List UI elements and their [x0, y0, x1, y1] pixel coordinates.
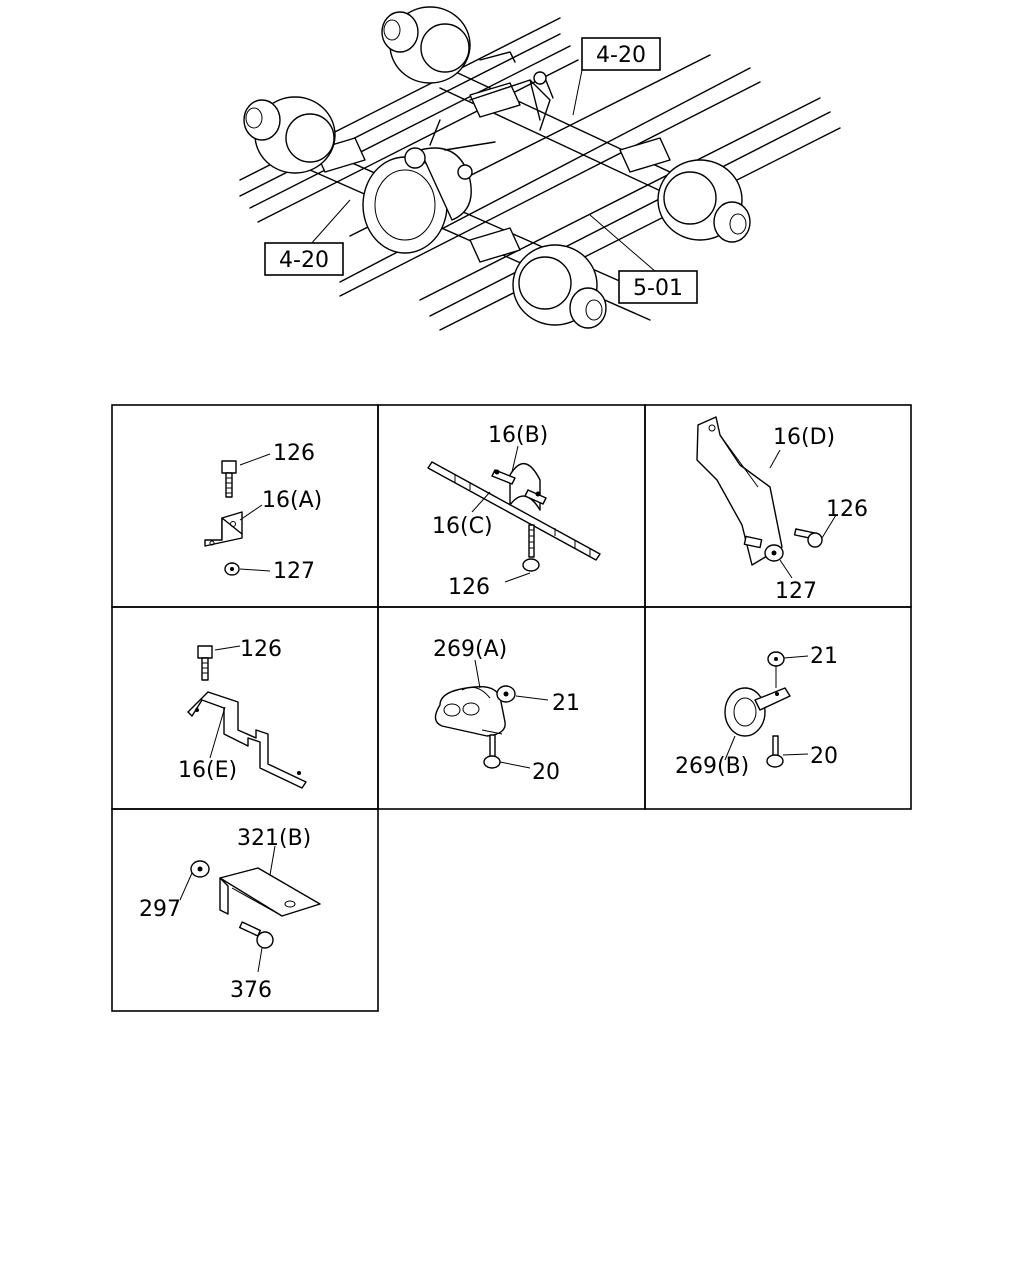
leader-axle	[589, 214, 657, 273]
label-126: 126	[240, 637, 282, 662]
label-16b: 16(B)	[488, 423, 548, 448]
bolt-20	[766, 735, 784, 768]
svg-text:5-01: 5-01	[633, 276, 683, 301]
axle-assembly-overview: 4-20 4-20 5-01	[239, 6, 841, 331]
label-127: 127	[775, 579, 817, 604]
svg-text:4-20: 4-20	[596, 43, 646, 68]
panel-321b: 321(B) 297 376	[139, 826, 321, 1003]
wheel-hub-right	[657, 159, 751, 243]
wheel-hub-left	[243, 96, 336, 174]
bolt-stub	[743, 535, 763, 549]
wheel-hub-bottom	[512, 244, 607, 329]
label-297: 297	[139, 897, 181, 922]
panel-269b: 21 269(B) 20	[675, 644, 838, 779]
leader-frame-right	[572, 69, 583, 116]
label-126: 126	[448, 575, 490, 600]
bolt-126	[221, 460, 237, 498]
label-376: 376	[230, 978, 272, 1003]
bracket-16c	[427, 461, 601, 561]
nut-21	[496, 685, 516, 703]
label-269b: 269(B)	[675, 754, 749, 779]
label-127: 127	[273, 559, 315, 584]
parts-grid	[111, 404, 912, 1012]
label-16e: 16(E)	[178, 758, 237, 783]
label-20: 20	[810, 744, 838, 769]
label-20: 20	[532, 760, 560, 785]
panel-269a: 269(A) 21 20	[433, 637, 580, 785]
saddle-16b	[491, 463, 547, 511]
svg-text:4-20: 4-20	[279, 248, 329, 273]
panel-16a: 126 16(A) 127	[204, 441, 322, 584]
label-269a: 269(A)	[433, 637, 507, 662]
ref-box-frame-left[interactable]: 4-20	[264, 242, 344, 276]
bracket-321b	[219, 867, 321, 917]
mount-269b	[724, 687, 791, 737]
label-126: 126	[273, 441, 315, 466]
bracket-16a	[204, 511, 243, 547]
label-21: 21	[552, 691, 580, 716]
bolt-126	[793, 528, 823, 548]
upper-linkage	[469, 51, 554, 131]
nut-127	[224, 562, 240, 576]
bolt-20	[483, 734, 501, 769]
nut-127	[764, 544, 784, 562]
differential-housing	[362, 119, 496, 254]
panel-16d: 16(D) 126 127	[696, 416, 868, 604]
panel-16e: 126 16(E)	[178, 637, 307, 789]
label-16c: 16(C)	[432, 514, 493, 539]
bolt-126	[197, 645, 213, 681]
label-321b: 321(B)	[237, 826, 311, 851]
bolt-126	[522, 524, 540, 572]
wheel-hub-top	[381, 6, 471, 84]
leader-frame-left	[309, 199, 351, 246]
bracket-16e	[187, 691, 307, 789]
label-16d: 16(D)	[773, 425, 835, 450]
label-21: 21	[810, 644, 838, 669]
mount-269a	[434, 686, 506, 737]
bracket-16d	[696, 416, 783, 566]
nut-21	[767, 651, 785, 688]
ref-box-frame-right[interactable]: 4-20	[581, 37, 661, 71]
label-16a: 16(A)	[262, 488, 322, 513]
bolt-376	[238, 921, 274, 949]
label-126: 126	[826, 497, 868, 522]
ref-box-axle[interactable]: 5-01	[618, 270, 698, 304]
panel-16b-16c: 16(B) 16(C) 126	[427, 423, 601, 600]
nut-297	[190, 860, 210, 878]
